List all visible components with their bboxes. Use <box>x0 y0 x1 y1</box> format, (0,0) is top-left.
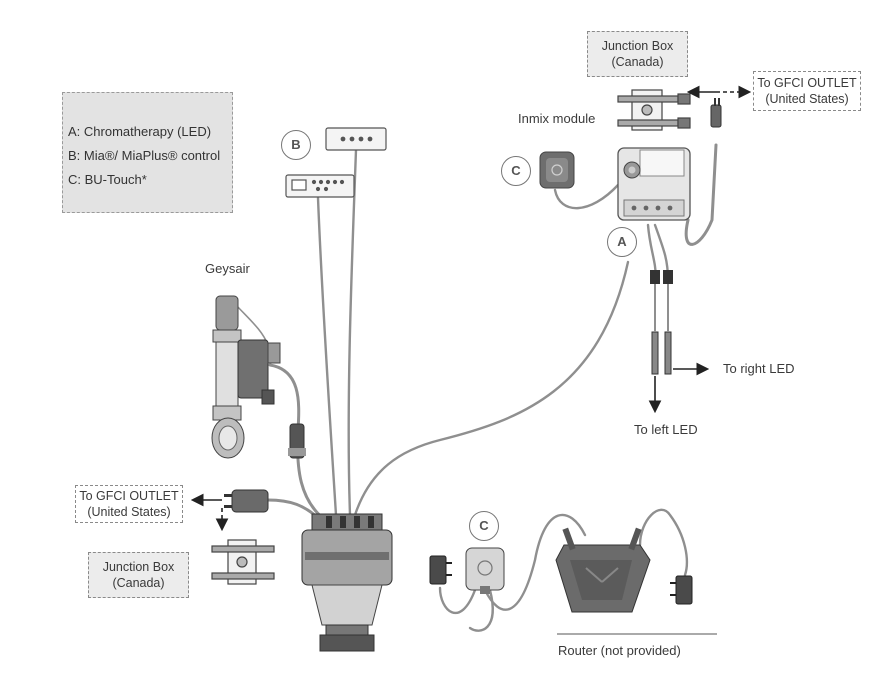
hose-connector <box>288 423 306 459</box>
gfci-right-region: (United States) <box>765 92 849 106</box>
gfci-left-title: To GFCI OUTLET <box>79 489 179 503</box>
junction-box-top <box>617 89 691 131</box>
badge-c-bottom: C <box>469 511 499 541</box>
badge-a: A <box>607 227 637 257</box>
to-right-led-label: To right LED <box>723 361 795 376</box>
junction-box-top-label: Junction Box (Canada) <box>587 31 688 77</box>
router-label: Router (not provided) <box>558 643 681 658</box>
legend-item-a: A: Chromatherapy (LED) <box>68 124 212 139</box>
gfci-plug-right <box>710 98 722 128</box>
inmix-module-box <box>617 147 691 221</box>
gfci-right-label: To GFCI OUTLET (United States) <box>753 71 861 111</box>
junction-box-bottom-label: Junction Box (Canada) <box>88 552 189 598</box>
legend-item-c: C: BU-Touch* <box>68 172 147 187</box>
main-control-pack <box>301 513 393 652</box>
mia-control-panel <box>325 127 387 151</box>
bu-touch-module-top <box>539 151 575 189</box>
geysair-label: Geysair <box>205 261 250 276</box>
gfci-left-label: To GFCI OUTLET (United States) <box>75 485 183 523</box>
badge-c-top: C <box>501 156 531 186</box>
geysair-blower <box>211 295 281 459</box>
gfci-plug-left <box>224 489 269 513</box>
led-connectors <box>650 270 673 375</box>
gfci-right-title: To GFCI OUTLET <box>757 76 857 90</box>
junction-box-top-region: (Canada) <box>611 55 664 69</box>
badge-b: B <box>281 130 311 160</box>
legend-box: A: Chromatherapy (LED) B: Mia®/ MiaPlus®… <box>62 92 233 213</box>
direction-arrows <box>190 85 752 532</box>
gfci-left-region: (United States) <box>87 505 171 519</box>
router-device <box>555 527 651 613</box>
power-adapter-left <box>429 555 452 585</box>
inmix-module-label: Inmix module <box>518 111 596 126</box>
junction-box-bottom-title: Junction Box <box>102 560 175 574</box>
miaplus-control-panel <box>285 174 355 198</box>
to-left-led-label: To left LED <box>634 422 698 437</box>
bu-touch-module-bottom <box>465 547 505 594</box>
power-adapter-right <box>670 575 693 605</box>
legend-item-b: B: Mia®/ MiaPlus® control <box>68 148 221 163</box>
junction-box-bottom <box>211 539 275 585</box>
junction-box-top-title: Junction Box <box>601 39 674 53</box>
junction-box-bottom-region: (Canada) <box>112 576 165 590</box>
